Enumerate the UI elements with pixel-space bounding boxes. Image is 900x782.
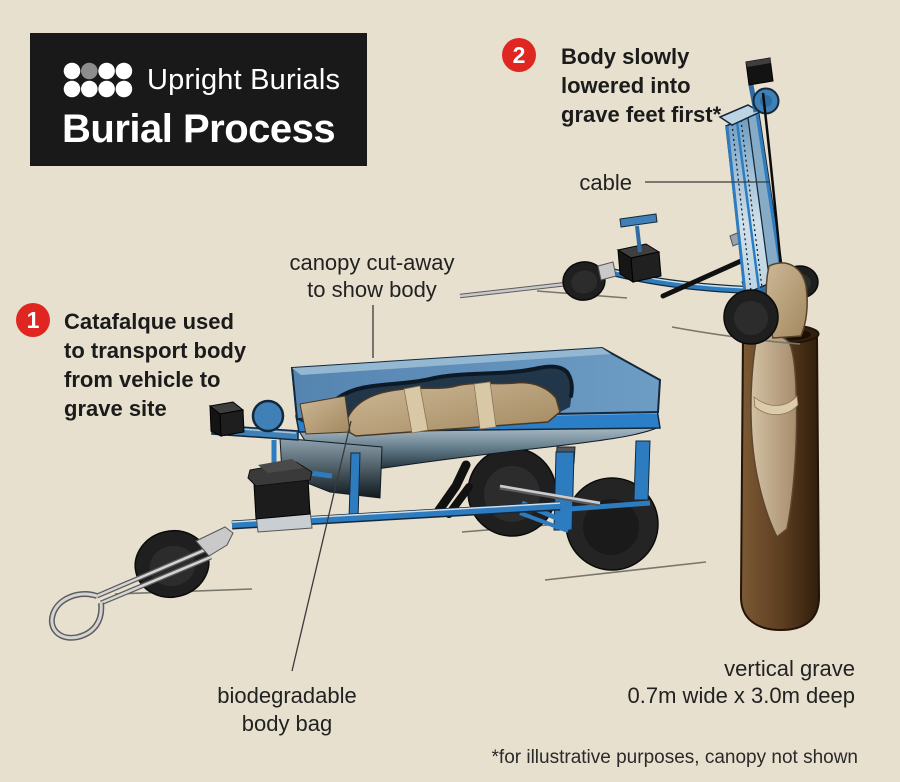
logo: Upright Burials xyxy=(63,60,340,100)
column-top-box xyxy=(745,57,774,86)
grave-label-line: vertical grave xyxy=(724,656,855,681)
hydraulic-lever xyxy=(432,460,473,518)
body-bag-label-line: body bag xyxy=(241,711,333,736)
roller-disc xyxy=(251,399,285,433)
step-2-text: Body slowly lowered into grave feet firs… xyxy=(561,42,721,129)
step-1-text: Catafalque used to transport body from v… xyxy=(64,307,246,423)
trailer-wheel xyxy=(562,261,606,301)
step-2-line: grave feet first* xyxy=(561,102,722,127)
footnote: *for illustrative purposes, canopy not s… xyxy=(491,747,858,768)
body-bag-in-grave xyxy=(750,334,798,539)
grave-label-line: 0.7m wide x 3.0m deep xyxy=(627,683,855,708)
step-2-line: lowered into xyxy=(561,73,691,98)
canopy-label-line: canopy cut-away xyxy=(289,250,455,275)
rig-front-wheel xyxy=(723,289,779,345)
bag-strap xyxy=(403,385,429,434)
page-title: Burial Process xyxy=(62,107,336,151)
lowering-rig-illustration xyxy=(459,57,821,632)
body-bag xyxy=(344,381,561,437)
bag-strap xyxy=(473,381,497,430)
canopy-label-line: to show body xyxy=(307,277,437,302)
canopy-cut-edge xyxy=(336,364,574,400)
body-bag-leader-line xyxy=(291,420,352,672)
leader-lines xyxy=(291,181,770,672)
body-bag-label: biodegradable body bag xyxy=(187,682,387,738)
step-1-number: 1 xyxy=(26,306,40,333)
cable-label: cable xyxy=(579,170,632,195)
header-box: Upright Burials Burial Process xyxy=(30,33,367,166)
step-1-line: from vehicle to xyxy=(64,367,221,392)
body-bag-label-line: biodegradable xyxy=(217,683,357,708)
logo-text: Upright Burials xyxy=(147,63,341,96)
hitch-elbow xyxy=(195,526,234,557)
catafalque-illustration xyxy=(48,346,707,641)
step-2-number: 2 xyxy=(512,41,526,68)
trailer-arm xyxy=(459,213,749,301)
handle-loop xyxy=(48,591,105,641)
bag-strap-grave xyxy=(753,395,799,416)
step-1-badge: 1 xyxy=(16,303,50,337)
step-2-line: Body slowly xyxy=(561,44,690,69)
grave-label: vertical grave 0.7m wide x 3.0m deep xyxy=(605,655,855,709)
body-bag-left-end xyxy=(299,395,351,435)
t-handle xyxy=(619,213,658,253)
grave-illustration xyxy=(671,323,821,632)
front-assembly xyxy=(208,399,299,441)
battery-box xyxy=(247,459,313,533)
canopy-label: canopy cut-away to show body xyxy=(272,249,472,303)
step-2-badge: 2 xyxy=(502,38,536,72)
step-1-line: Catafalque used xyxy=(64,309,234,334)
cable-line xyxy=(761,92,783,268)
canopy-ridge xyxy=(292,348,611,375)
tow-handle xyxy=(48,526,234,641)
logo-dots-icon xyxy=(63,62,133,98)
canopy xyxy=(290,346,662,437)
trailer-hitch xyxy=(597,261,617,281)
step-1-line: to transport body xyxy=(64,338,247,363)
bed-support-post xyxy=(348,452,361,520)
step-1-line: grave site xyxy=(64,396,167,421)
